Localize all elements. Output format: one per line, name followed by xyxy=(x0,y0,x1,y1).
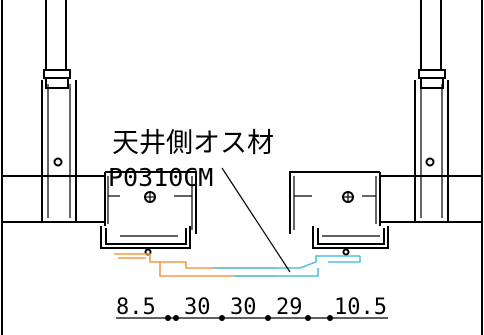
dimension-ticks xyxy=(165,315,333,321)
dimension-tick xyxy=(219,315,225,321)
dimension-value: 30 xyxy=(184,295,211,320)
right-member-section xyxy=(214,255,361,277)
left-hanger-rod xyxy=(43,0,71,89)
right-hanger-rod xyxy=(418,0,446,89)
dimension-values: 8.5 30 30 29 10.5 xyxy=(116,295,387,320)
right-ceiling-runner xyxy=(380,175,482,223)
dimension-tick xyxy=(305,315,311,321)
dimension-value: 10.5 xyxy=(334,295,387,320)
part-code-label: P0310CM xyxy=(108,163,213,192)
dimension-tick xyxy=(327,315,333,321)
dimension-tick xyxy=(165,315,171,321)
left-channel xyxy=(100,171,197,256)
left-hanger-bracket xyxy=(41,80,77,223)
left-member-section xyxy=(114,253,276,277)
right-channel xyxy=(289,171,389,256)
dimension-tick xyxy=(173,315,179,321)
dimension-value: 30 xyxy=(230,295,257,320)
dimension-tick xyxy=(265,315,271,321)
left-ceiling-runner xyxy=(2,175,105,223)
right-hanger-bracket xyxy=(414,80,449,223)
leader-line xyxy=(221,167,291,273)
dimension-value: 29 xyxy=(276,295,303,320)
dimension-value: 8.5 xyxy=(116,295,156,320)
part-name-label: 天井側オス材 xyxy=(112,128,274,159)
